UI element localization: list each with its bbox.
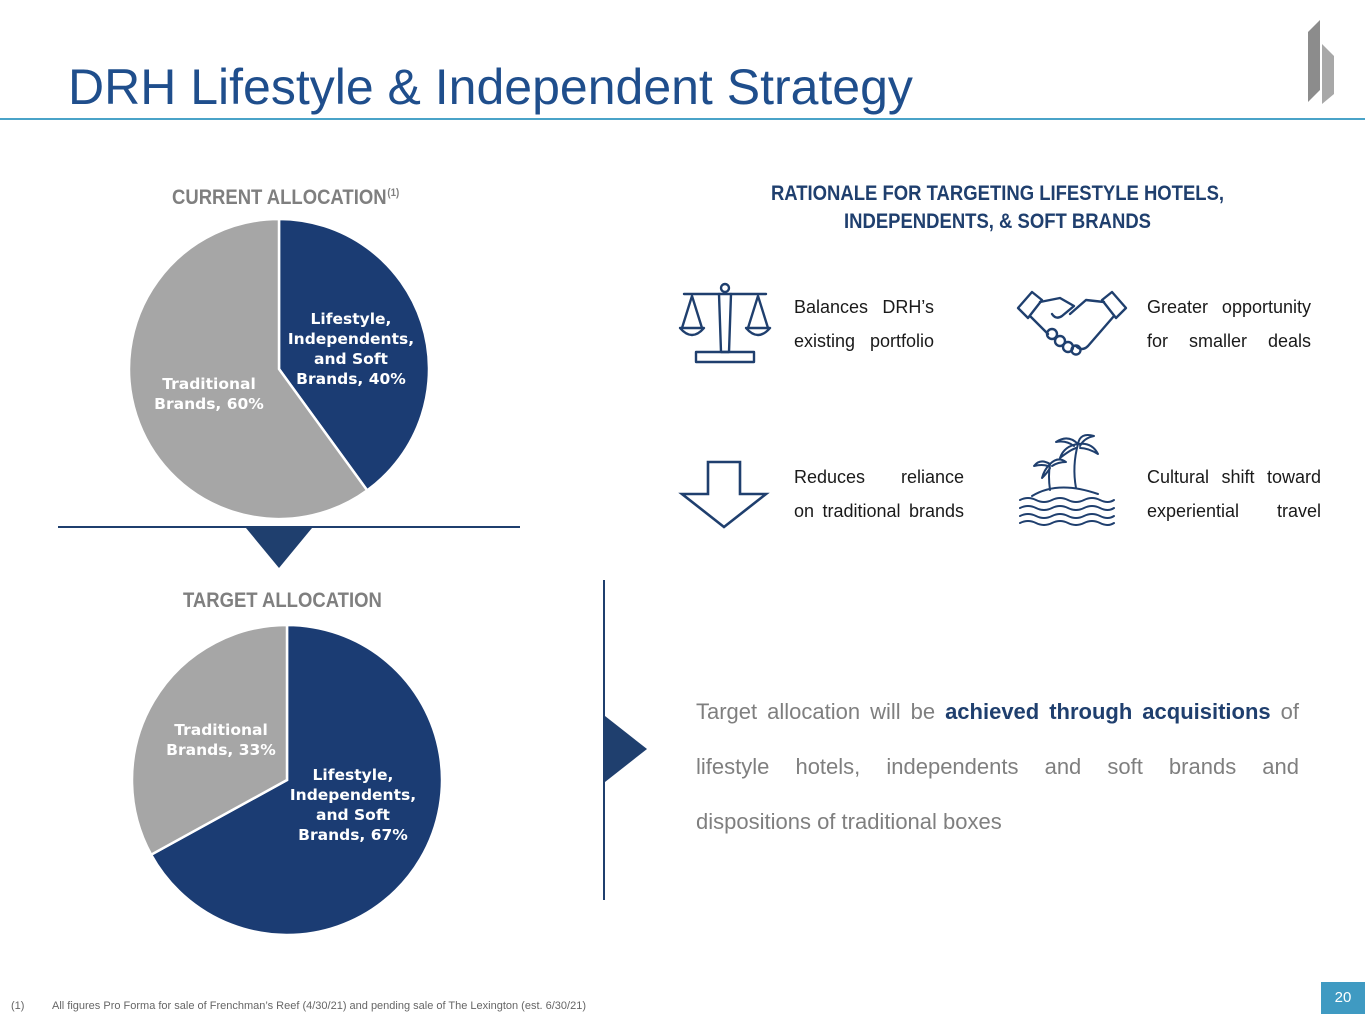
scales-icon: [678, 282, 772, 364]
rationale-item-opportunity: Greater opportunity for smaller deals: [1147, 297, 1311, 351]
vertical-divider: [603, 580, 605, 900]
summary-text: Target allocation will be achieved throu…: [696, 699, 1299, 834]
page-number: 20: [1321, 982, 1365, 1014]
rationale-item-reduces: Reduces reliance on traditional brands: [794, 467, 964, 521]
right-triangle-icon: [605, 716, 647, 782]
down-arrow-icon: [678, 460, 770, 529]
rationale-item-cultural-shift: Cultural shift toward experiential trave…: [1147, 467, 1321, 521]
rationale-heading: RATIONALE FOR TARGETING LIFESTYLE HOTELS…: [770, 182, 1225, 233]
pie-slice: [130, 623, 289, 857]
page-title: DRH Lifestyle & Independent Strategy: [68, 59, 913, 115]
current-allocation-label: CURRENT ALLOCATION(1): [172, 186, 400, 209]
summary-emphasis: achieved through acquisitions: [945, 699, 1271, 724]
footnote-text: All figures Pro Forma for sale of French…: [52, 1000, 586, 1012]
section-divider: [58, 526, 520, 528]
company-logo-icon: [1308, 20, 1334, 104]
pie-slice: [277, 217, 431, 493]
island-icon: [1019, 434, 1115, 526]
pie-slice: [149, 623, 444, 937]
footnote-ref: (1): [387, 187, 400, 199]
target-allocation-label: TARGET ALLOCATION: [183, 589, 382, 612]
pie-slice: [127, 217, 369, 521]
handshake-icon: [1016, 290, 1128, 356]
footnote-mark: (1): [11, 1000, 25, 1012]
down-triangle-icon: [246, 528, 312, 568]
title-rule: [0, 118, 1365, 120]
rationale-item-balances: Balances DRH’s existing portfolio: [794, 297, 934, 351]
